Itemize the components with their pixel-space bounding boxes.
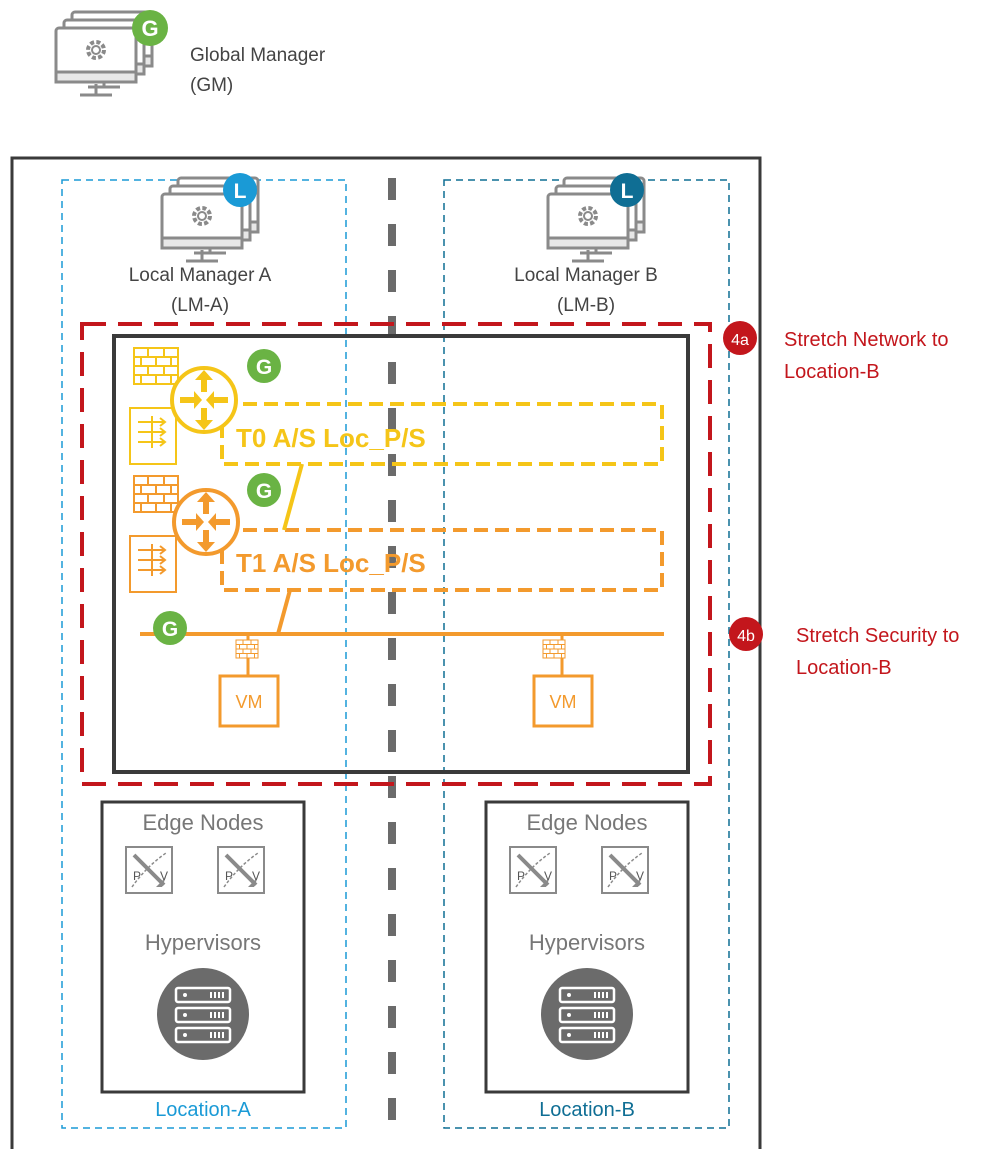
t1-nat-icon: [129, 535, 177, 593]
segment-global-badge: G: [162, 618, 178, 641]
location-a-hypervisor-icon: [155, 966, 251, 1062]
location-a-name: Location-A: [155, 1099, 251, 1121]
t0-label: T0 A/S Loc_P/S: [236, 423, 426, 453]
global-manager-label-line2: (GM): [190, 75, 233, 96]
t0-box: [220, 402, 664, 466]
location-b-edge-title: Edge Nodes: [526, 810, 647, 835]
callout-4b-line1: Stretch Security to: [796, 625, 959, 647]
t1-firewall-icon: [133, 475, 179, 513]
callout-4b-line2: Location-B: [796, 657, 892, 679]
location-b-infra-box: [484, 800, 690, 1094]
t0-nat-icon: [129, 407, 177, 465]
global-manager-badge: G: [141, 16, 158, 41]
callout-4a-line1: Stretch Network to: [784, 329, 949, 351]
t0-router-icon: [170, 366, 238, 434]
local-manager-b-label-line2: (LM-B): [557, 295, 615, 316]
local-manager-b-badge: L: [621, 180, 634, 203]
t0-firewall-icon: [133, 347, 179, 385]
location-b-edge-1-p: P: [517, 869, 525, 883]
vm-b-label: VM: [550, 692, 577, 712]
callout-4a-badge: 4a: [731, 332, 749, 349]
local-manager-a-label-line1: Local Manager A: [129, 265, 272, 286]
location-a-edge-1-v: V: [160, 869, 168, 883]
vm-a-label: VM: [236, 692, 263, 712]
callout-4b-badge: 4b: [737, 628, 755, 645]
monitor-icon: [54, 26, 138, 97]
t0-t1-link: [282, 463, 304, 531]
location-a-edge-2-p: P: [225, 869, 233, 883]
local-manager-a-label-line2: (LM-A): [171, 295, 229, 316]
location-a-edge-1-p: P: [133, 869, 141, 883]
location-b-edge-2-p: P: [609, 869, 617, 883]
location-b-boundary: [443, 179, 730, 1129]
location-b-hypervisor-title: Hypervisors: [529, 930, 645, 955]
location-a-boundary: [61, 179, 347, 1129]
global-manager-badge-circle: [132, 10, 168, 46]
t1-badge-circle: [247, 473, 281, 507]
location-b-edge-1-v: V: [544, 869, 552, 883]
location-a-infra-box: [100, 800, 306, 1094]
t0-badge-circle: [247, 349, 281, 383]
local-manager-a-badge-circle: [223, 173, 257, 207]
local-manager-a-badge: L: [234, 180, 247, 203]
t1-box: [220, 528, 664, 592]
location-b-name: Location-B: [539, 1099, 635, 1121]
vm-a: [218, 674, 280, 728]
vm-b-firewall-icon: [542, 639, 566, 659]
callout-4a-circle: [723, 321, 757, 355]
segment-badge-circle: [153, 611, 187, 645]
callout-4b-circle: [729, 617, 763, 651]
location-a-edge-2-v: V: [252, 869, 260, 883]
t1-segment-link: [276, 589, 292, 635]
t0-global-badge: G: [256, 356, 272, 379]
location-b-edge-2-v: V: [636, 869, 644, 883]
local-manager-b-label-line1: Local Manager B: [514, 265, 658, 286]
t1-label: T1 A/S Loc_P/S: [236, 548, 426, 578]
location-b-hypervisor-icon: [539, 966, 635, 1062]
vm-b: [532, 674, 594, 728]
location-a-edge-title: Edge Nodes: [142, 810, 263, 835]
vm-a-firewall-icon: [235, 639, 259, 659]
t1-global-badge: G: [256, 480, 272, 503]
location-a-hypervisor-title: Hypervisors: [145, 930, 261, 955]
callout-4a-line2: Location-B: [784, 361, 880, 383]
t1-router-icon: [172, 488, 240, 556]
network-box: [112, 334, 690, 774]
stretch-region: [80, 322, 712, 786]
federation-container: [10, 156, 762, 1149]
local-manager-b-badge-circle: [610, 173, 644, 207]
global-manager-label-line1: Global Manager: [190, 45, 326, 66]
